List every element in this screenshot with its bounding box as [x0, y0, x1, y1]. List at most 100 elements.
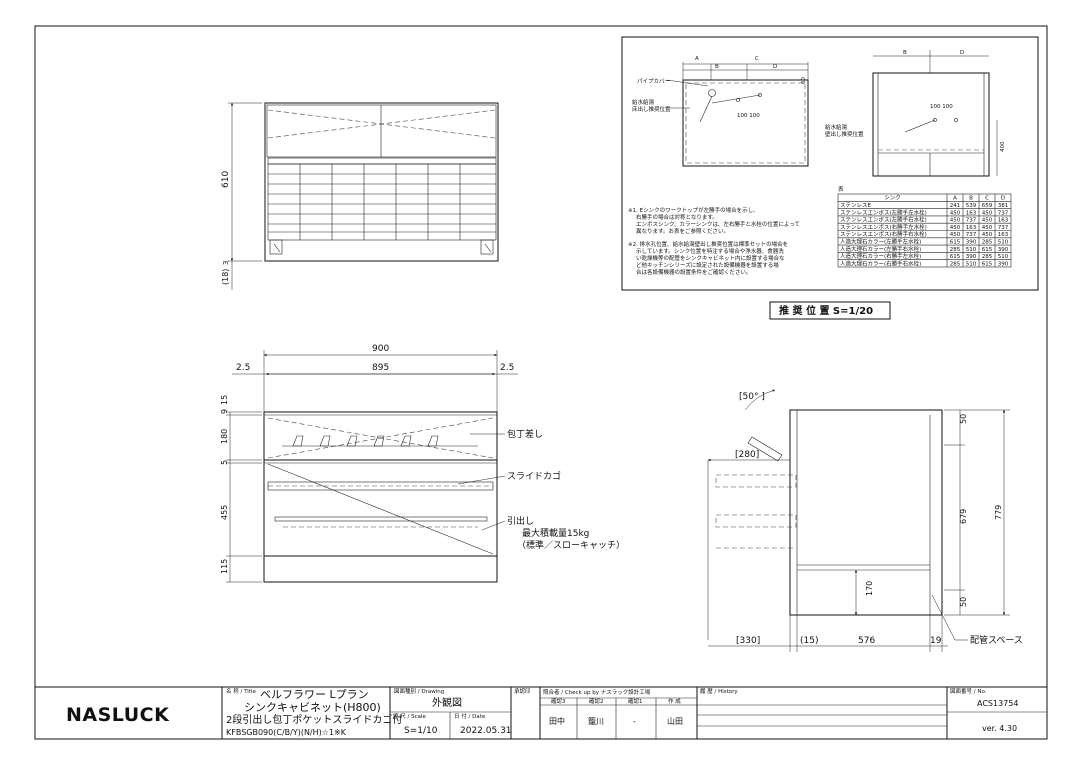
note-line: 合は各設備機器の設置条件をご確認ください。 — [636, 268, 752, 276]
table-cell: 人造大理石カラー(左勝手左水栓) — [840, 238, 921, 246]
note-line: ※1. Eシンクのワークトップが左勝手の場合を示し、 — [628, 206, 759, 214]
wall-label-2: 壁出し推奨位置 — [825, 130, 864, 138]
table-cell: 285 — [982, 254, 993, 260]
width-inner-dim: 895 — [372, 363, 389, 373]
check-value: 山田 — [667, 716, 683, 726]
date-label: 日 付 / Date — [454, 712, 486, 720]
back-dim: [330] — [736, 636, 760, 646]
check-header: 確認3 — [551, 697, 566, 705]
table-cell: 163 — [966, 225, 977, 231]
basket-grid — [267, 163, 497, 241]
table-cell: 539 — [966, 203, 977, 209]
table-cell: 615 — [982, 261, 993, 267]
knife-slots — [282, 435, 478, 447]
table-cell: ステンレスE — [840, 202, 872, 209]
table-cell: 659 — [982, 203, 993, 209]
approval-label: 承認印 — [514, 687, 531, 695]
rear-dim: 19 — [930, 636, 942, 646]
table-cell: 615 — [950, 254, 961, 260]
table-cell: 285 — [950, 247, 961, 253]
table-cell: 390 — [966, 240, 977, 246]
table-cell: ステンレスエンボス(右勝手左水栓) — [840, 223, 927, 231]
note-line: エンボスシンク、カラーシンクは、左右勝手と水栓の位置によって — [636, 220, 800, 228]
drawer-handle — [274, 516, 488, 522]
table-header-cell: シンク — [884, 195, 901, 202]
drawing-value: 外観図 — [432, 696, 462, 709]
top-view: 610 3 (18) — [221, 102, 499, 290]
table-cell: 450 — [982, 218, 993, 224]
bottom-dim: 50 — [959, 597, 968, 607]
table-cell: ステンレスエンボス(右勝手右水栓) — [840, 230, 927, 238]
dim-d-left: D — [773, 64, 777, 70]
title-label: 名 称 / Title — [226, 687, 257, 695]
dim-400: 400 — [1000, 141, 1006, 152]
table-cell: 285 — [982, 240, 993, 246]
table-cell: 510 — [966, 247, 977, 253]
note-line: 示しています。シンク位置を特注する場合や浄水器、食器洗 — [636, 247, 784, 255]
check-label: 照合者 / Check up by ナスラック設計工場 — [543, 688, 651, 696]
top-depth-dim: 610 — [221, 171, 231, 188]
angle-dim: [50° ] — [739, 392, 765, 402]
dim-100-left: 100 100 — [737, 113, 760, 119]
side-view-outline — [789, 409, 943, 616]
table-cell: 241 — [950, 203, 961, 209]
table-cell: 737 — [966, 218, 977, 224]
title-block: NASLUCK 名 称 / Title ベルフラワー Lプラン シンクキャビネッ… — [66, 687, 1047, 739]
title-line-3: 2段引出し包丁ポケットスライドカゴ付 — [226, 713, 402, 726]
version-value: ver. 4.30 — [982, 724, 1017, 733]
recommend-frame — [621, 36, 1039, 291]
sheet-frame — [34, 25, 1048, 740]
dim-b-right: B — [903, 50, 907, 56]
recommend-caption: 推 奨 位 置 S=1/20 — [779, 304, 873, 317]
table-cell: 510 — [998, 254, 1009, 260]
check-header: 作 成 — [668, 697, 681, 705]
title-line-2: シンクキャビネット(H800) — [244, 701, 381, 714]
table-cell: ステンレスエンボス(左勝手右水栓) — [840, 216, 927, 224]
supply-label-1: 給水給湯 — [632, 98, 655, 106]
recommend-caption-box — [769, 301, 891, 320]
total-dim: 779 — [994, 505, 1003, 520]
top-dim: 50 — [959, 414, 968, 424]
note-line: ※2. 排水孔位置、給水給湯壁出し推奨位置は標準セットの場合を — [628, 240, 788, 248]
front-view-outline — [263, 411, 498, 583]
dim-d-right: D — [960, 50, 964, 56]
front-view: 包丁差し スライドカゴ 引出し 最大積載量15kg （標準／スローキャッチ） 9… — [220, 344, 625, 583]
dim-b-left: B — [715, 64, 719, 70]
h-gap-dim: 5 — [220, 460, 229, 465]
note-line: ど他キッチンシリーズに設定された設備機器を設置する場 — [636, 261, 779, 269]
pipe-cover-label: パイプカバー — [637, 78, 670, 85]
supply-label-2: 床出し推奨位置 — [632, 105, 671, 113]
dim-100-right: 100 100 — [930, 104, 953, 110]
width-total-dim: 900 — [372, 344, 389, 354]
h-top1-dim: 9 — [220, 409, 229, 414]
table-header-cell: A — [953, 196, 957, 202]
check-value: 籠川 — [588, 716, 604, 726]
table-cell: 163 — [998, 232, 1009, 238]
date-value: 2022.05.31 — [460, 726, 512, 736]
table-cell: 450 — [950, 210, 961, 216]
h-base-dim: 115 — [220, 559, 229, 574]
dim-60: 60 — [801, 77, 807, 84]
table-header-cell: B — [969, 196, 973, 202]
side-left-dim: 2.5 — [236, 363, 250, 373]
note-line: 異なります。お表をご参照ください。 — [636, 227, 729, 235]
pipe-height-dim: 170 — [865, 581, 874, 596]
table-cell: 450 — [982, 232, 993, 238]
company-logo: NASLUCK — [66, 704, 170, 726]
table-header-cell: C — [985, 196, 989, 202]
table-cell: 285 — [950, 261, 961, 267]
table-cell: 390 — [966, 254, 977, 260]
title-line-1: ベルフラワー Lプラン — [260, 688, 369, 701]
open-pocket — [747, 436, 783, 462]
check-value: 田中 — [549, 716, 565, 726]
inner-dim: 679 — [959, 509, 968, 524]
scale-value: S=1/10 — [404, 726, 438, 736]
h-drawer-dim: 455 — [220, 505, 229, 520]
table-cell: 163 — [998, 218, 1009, 224]
table-cell: 381 — [998, 203, 1009, 209]
number-label: 図面番号 / No. — [950, 688, 987, 695]
table-cell: 510 — [966, 261, 977, 267]
table-cell: 450 — [950, 225, 961, 231]
catch-label: （標準／スローキャッチ） — [517, 539, 625, 551]
